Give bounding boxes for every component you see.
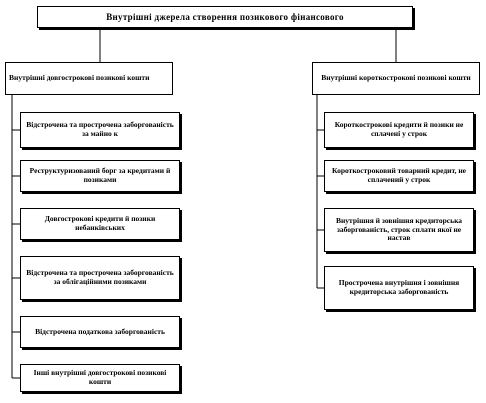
left-item-4: Відстрочена та прострочена заборгованіст… [20,256,180,300]
right-item-3: Внутрішня й зовнішня кредиторська заборг… [324,208,474,252]
left-branch-header: Внутрішні довгострокові позикові кошти [5,62,173,95]
right-item-2: Короткостроковий товарний кредит, не спл… [324,160,474,192]
left-item-1: Відстрочена та прострочена заборгованіст… [20,112,180,148]
right-item-1: Короткострокові кредити й позики не спла… [324,112,474,148]
left-item-2: Реструктуризований борг за кредитами й п… [20,160,180,192]
right-item-4: Прострочена внутрішня і зовнішня кредито… [324,266,474,310]
left-item-6: Інші внутрішні довгострокові позикові ко… [20,364,180,392]
right-branch-header: Внутрішні короткострокові позикові кошти [312,62,480,95]
left-item-5: Відстрочена податкова заборгованість [20,316,180,348]
diagram-title: Внутрішні джерела створення позикового ф… [37,6,413,28]
left-item-3: Довгострокові кредити й позики небанківс… [20,208,180,240]
